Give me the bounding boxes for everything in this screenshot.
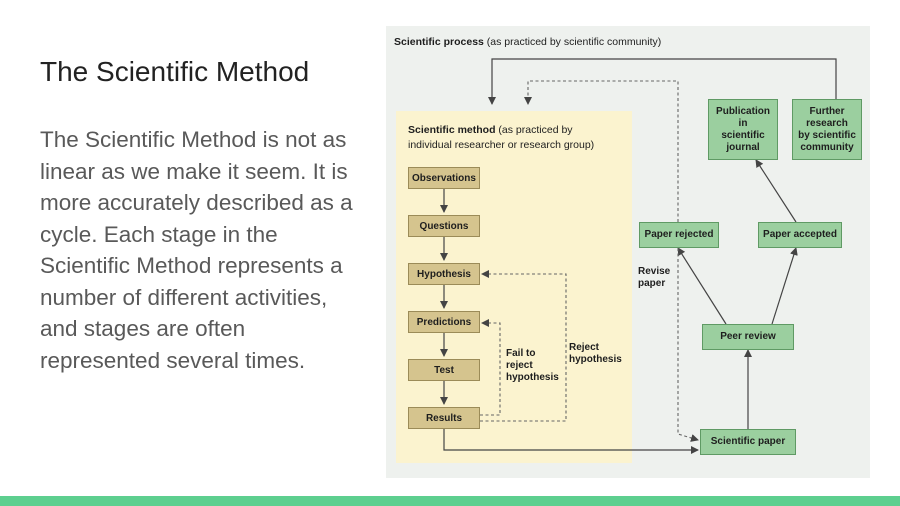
box-paper-rejected: Paper rejected — [639, 222, 719, 248]
step-predictions: Predictions — [408, 311, 480, 333]
step-hypothesis: Hypothesis — [408, 263, 480, 285]
box-scientific-paper: Scientific paper — [700, 429, 796, 455]
slide-body: The Scientific Method is not as linear a… — [40, 127, 353, 373]
step-results: Results — [408, 407, 480, 429]
box-paper-accepted: Paper accepted — [758, 222, 842, 248]
slide-title: The Scientific Method — [40, 56, 310, 87]
step-observations: Observations — [408, 167, 480, 189]
box-further-research: Further research by scientific community — [792, 99, 862, 160]
scientific-process-diagram: Scientific process (as practiced by scie… — [386, 26, 870, 478]
method-title-line-1: Scientific method (as practiced by — [408, 124, 573, 136]
step-test: Test — [408, 359, 480, 381]
bottom-accent-bar — [0, 496, 900, 506]
label-revise-paper: Revise paper — [638, 266, 671, 289]
box-publication: Publication in scientific journal — [708, 99, 778, 160]
method-title-line-2: individual researcher or research group) — [408, 139, 595, 151]
box-peer-review: Peer review — [702, 324, 794, 350]
process-title: Scientific process (as practiced by scie… — [394, 36, 662, 48]
step-questions: Questions — [408, 215, 480, 237]
label-fail-to-reject: Fail to reject hypothesis — [506, 348, 559, 383]
label-reject-hypothesis: Reject hypothesis — [569, 342, 622, 365]
